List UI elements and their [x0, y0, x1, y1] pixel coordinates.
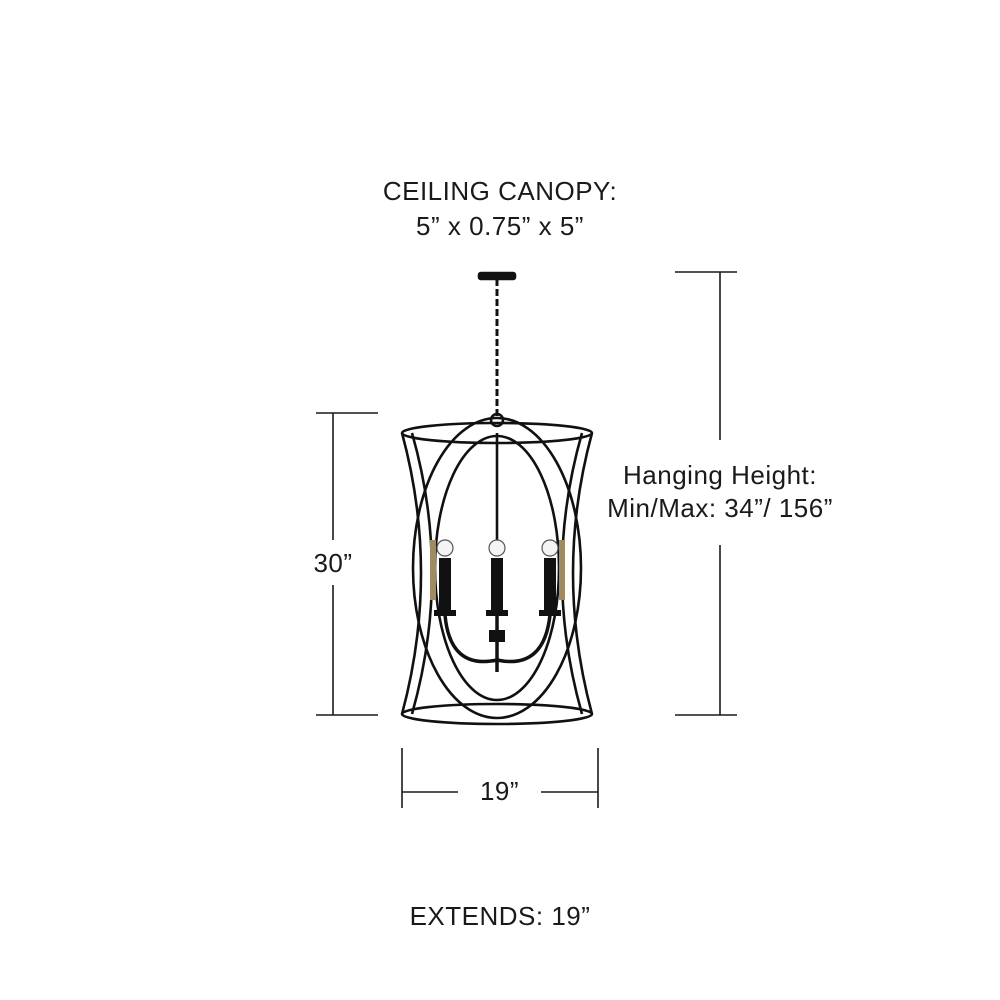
extends-label: EXTENDS: 19”	[409, 901, 591, 931]
width-label: 19”	[479, 776, 520, 806]
rope-wraps	[430, 540, 565, 600]
cage-right-side	[571, 432, 594, 715]
height-label: 30”	[313, 548, 353, 578]
chain-loop	[489, 412, 505, 428]
hanging-height-title: Hanging Height:	[623, 460, 817, 490]
canopy-dimensions: 5” x 0.75” x 5”	[416, 211, 584, 241]
hanging-height-range: Min/Max: 34”/ 156”	[607, 493, 833, 523]
candles	[434, 558, 561, 642]
arms	[443, 614, 552, 672]
ceiling-canopy	[477, 271, 517, 281]
dimension-lines	[316, 271, 737, 808]
pendant-fixture	[400, 271, 594, 726]
cage-bottom-ring	[400, 702, 594, 726]
canopy-title: CEILING CANOPY:	[382, 176, 618, 206]
cage-left-side	[400, 432, 423, 715]
outer-oval	[411, 416, 583, 720]
bulbs	[436, 539, 559, 557]
